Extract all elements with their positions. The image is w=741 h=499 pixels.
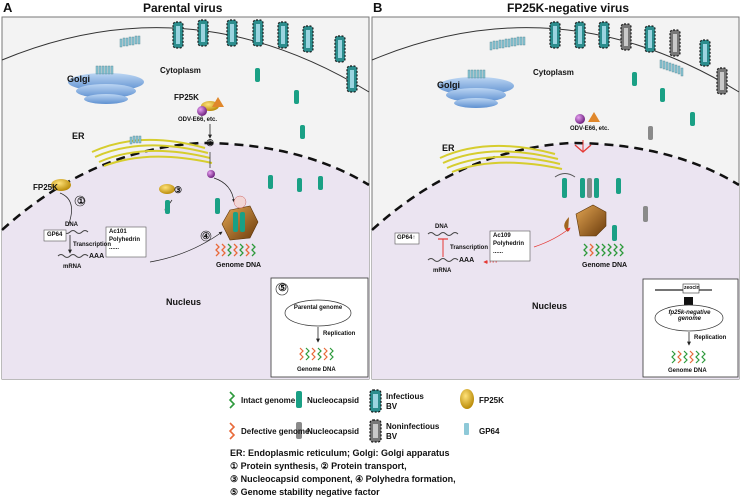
- box-line3-b: ......: [493, 249, 504, 255]
- panel-b: [371, 16, 740, 380]
- polyhedra-a: [215, 195, 259, 241]
- gp64-label-b: GP64↑: [397, 235, 416, 241]
- mrna-label-a: mRNA: [63, 264, 82, 270]
- inset-replication-a: Replication: [323, 331, 356, 337]
- box-line2-b: Polyhedrin: [493, 241, 525, 247]
- er-label-b: ER: [442, 143, 455, 153]
- legend-intact: Intact genome: [241, 396, 296, 405]
- inset-box-a: [270, 277, 369, 378]
- zeocin-label: zeocin: [684, 285, 700, 291]
- cytoplasm-label-a: Cytoplasm: [160, 66, 201, 75]
- cell-membrane: [1, 27, 370, 93]
- membrane-gp64: [119, 35, 141, 48]
- inset-replication-b: Replication: [694, 335, 727, 341]
- dna-label-b: DNA: [435, 224, 448, 230]
- note-line2: ① Protein synthesis, ② Protein transport…: [230, 461, 407, 471]
- panel-b-title: FP25K-negative virus: [507, 1, 630, 15]
- box-line1-b: Ac109: [493, 233, 511, 239]
- golgi-icon: [68, 65, 144, 104]
- aaa-label-a: AAA: [89, 253, 105, 260]
- legend-infectious: Infectious BV: [386, 392, 424, 411]
- box-line1-a: Ac101: [109, 229, 127, 235]
- transcription-label-a: Transcription: [73, 242, 112, 248]
- nucleocapsids-cyto-a: [255, 68, 323, 192]
- gp64-box: [43, 229, 67, 242]
- fp25k-legend-icon: [460, 389, 474, 409]
- dna-label-a: DNA: [65, 222, 78, 228]
- aaa-label-b: AAA: [459, 257, 475, 264]
- odv-sphere-icon: [197, 106, 207, 116]
- odv-label-a: ODV-E66, etc.: [178, 117, 218, 123]
- budding-bvs-b: [549, 21, 728, 95]
- legend-nucleocapsid-2: Nucleocapsid: [307, 427, 360, 436]
- nucleus-label-a: Nucleus: [166, 297, 202, 307]
- panel-a-letter: A: [3, 0, 13, 15]
- legend-nucleocapsid-1: Nucleocapsid: [307, 396, 360, 405]
- note-line4: ⑤ Genome stability negative factor: [230, 487, 380, 497]
- odv-label-b: ODV-E66, etc.: [570, 126, 610, 132]
- legend-noninfectious: Noninfectious BV: [386, 422, 440, 441]
- step1-label: ①: [77, 196, 86, 206]
- genome-dna-label-a: Genome DNA: [216, 262, 262, 269]
- nucleocapsid-icon: [296, 391, 302, 408]
- nucleus-label-b: Nucleus: [532, 301, 568, 311]
- mrna-label-b: mRNA: [433, 268, 452, 274]
- transcription-label-b: Transcription: [450, 245, 489, 251]
- inset-genome-a: Parental genome: [293, 305, 343, 311]
- step3-label: ③: [174, 185, 183, 195]
- er-icon: [91, 138, 213, 167]
- step2-label: ②: [206, 138, 215, 148]
- genome-dna-a: [215, 243, 256, 257]
- note-line3: ③ Nucleocapsid component, ④ Polyhedra fo…: [230, 474, 456, 484]
- cytoplasm-label-b: Cytoplasm: [533, 68, 574, 77]
- box-line3-a: ......: [109, 245, 120, 251]
- genome-dna-label-b: Genome DNA: [582, 262, 628, 269]
- nucleocapsid-defective-icon: [296, 422, 302, 439]
- inset-num-a: ⑤: [278, 283, 287, 294]
- box-line2-a: Polyhedrin: [109, 237, 141, 243]
- gp64-legend-icon: [464, 423, 469, 435]
- panel-b-letter: B: [373, 0, 383, 15]
- defective-genome-icon: [228, 422, 236, 440]
- mrna-strand: [57, 254, 89, 258]
- legend-fp25k: FP25K: [479, 396, 504, 405]
- fp25k-nuclear-icon: [51, 179, 71, 191]
- note-line1: ER: Endoplasmic reticulum; Golgi: Golgi …: [230, 448, 450, 458]
- gene-box-a: [105, 226, 147, 258]
- inset-genome-dna-a: Genome DNA: [297, 367, 336, 373]
- budding-bvs: [172, 19, 358, 93]
- block-icon: [574, 144, 592, 153]
- infectious-bv-icon: [369, 389, 382, 413]
- panel-a: [1, 16, 370, 380]
- legend-defective: Defective genome: [241, 427, 310, 436]
- legend-icons: [228, 389, 474, 443]
- noninfectious-bv-icon: [369, 419, 382, 443]
- golgi-label-b: Golgi: [437, 80, 460, 90]
- nucleocapsids-nuclear-b: [554, 173, 648, 241]
- odv-triangle-icon: [212, 97, 224, 107]
- inset-genome-b: fp25k-negative genome: [668, 310, 711, 322]
- fp25k-label-top: FP25K: [174, 93, 199, 102]
- golgi-b-icon: [438, 77, 514, 108]
- gp64-label-a: GP64: [47, 232, 63, 238]
- golgi-label-a: Golgi: [67, 74, 90, 84]
- er-label-a: ER: [72, 131, 85, 141]
- legend-gp64: GP64: [479, 427, 500, 436]
- step4-label: ④: [202, 231, 211, 241]
- inset-genome-dna-b: Genome DNA: [668, 368, 707, 374]
- intact-genome-icon: [228, 391, 236, 409]
- panel-a-title: Parental virus: [143, 1, 223, 15]
- fp25k-label-a: FP25K: [33, 183, 58, 192]
